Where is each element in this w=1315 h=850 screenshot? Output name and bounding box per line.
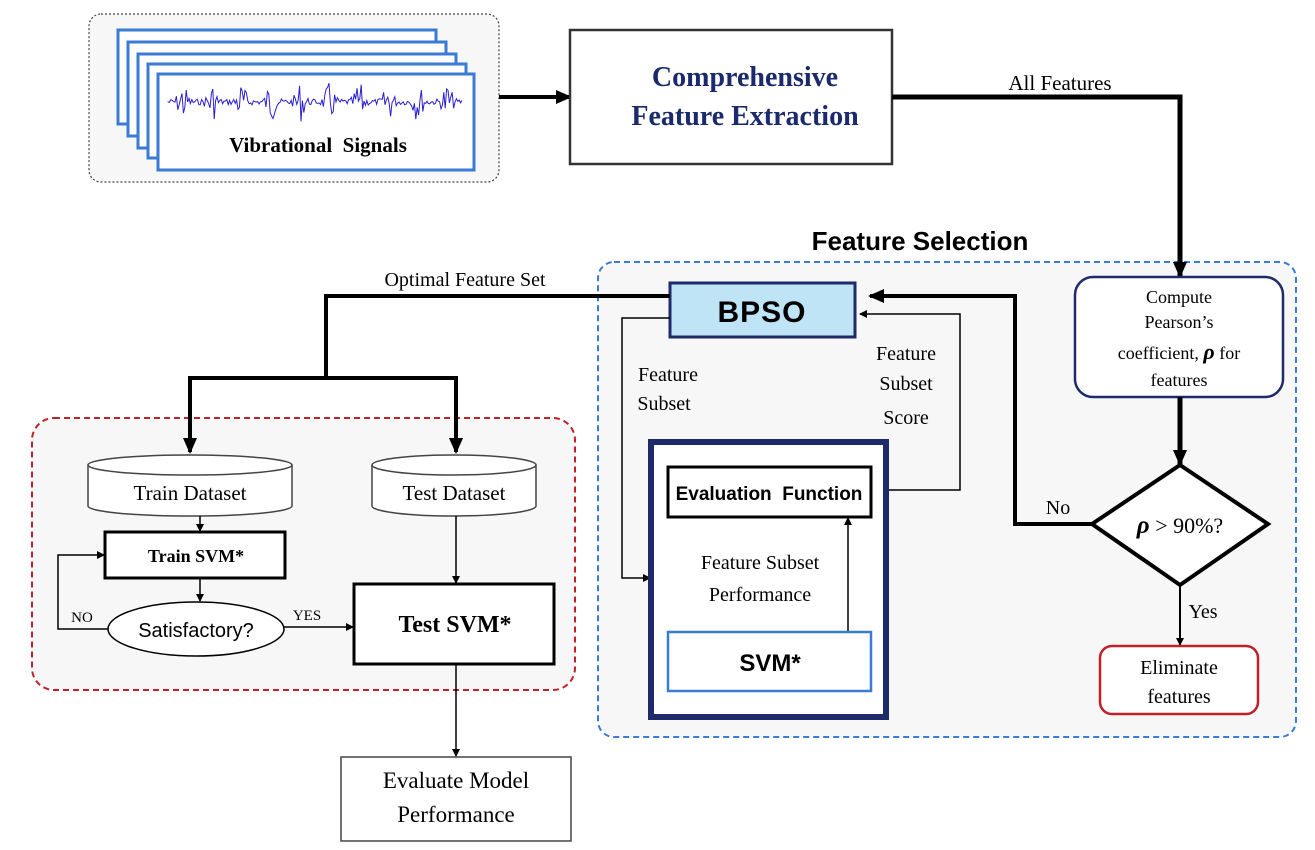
pearson-line3-post: for: [1215, 343, 1241, 363]
connector-subset-score: [859, 310, 961, 491]
evaluate-line2: Performance: [397, 802, 515, 827]
bpso-label: BPSO: [717, 296, 806, 329]
label-no-small: NO: [71, 610, 93, 626]
feature-selection-title: Feature Selection: [812, 226, 1029, 256]
test-svm-label: Test SVM*: [398, 612, 511, 638]
decision-text: ρ > 90%?: [1136, 512, 1223, 539]
decision-rho: ρ: [1136, 512, 1150, 539]
test-svm-box: [352, 582, 556, 666]
label-all-features: All Features: [1008, 71, 1111, 95]
extraction-line1: Comprehensive: [652, 62, 838, 93]
train-svm-box: [103, 530, 287, 580]
connector-feature-subset: [621, 317, 670, 582]
label-subset-score-2: Subset: [879, 373, 933, 395]
evaluate-line1: Evaluate Model: [383, 768, 529, 793]
label-no: No: [1046, 497, 1070, 519]
extraction-box: [568, 28, 894, 166]
label-yes: Yes: [1188, 601, 1217, 623]
bpso-box: [668, 281, 857, 339]
svm-label: SVM*: [739, 650, 801, 677]
input-label: Vibrational Signals: [229, 133, 407, 157]
label-feature-subset-1: Feature: [638, 364, 698, 386]
train-dataset-cylinder: [87, 454, 293, 517]
pearson-line1: Compute: [1146, 287, 1212, 307]
extraction-line2: Feature Extraction: [631, 101, 859, 132]
evaluation-function-box: [666, 465, 873, 519]
evaluation-function-label: Evaluation Function: [676, 484, 863, 505]
evaluate-box: [340, 756, 572, 842]
eliminate-box: [1098, 644, 1260, 716]
label-optimal-set: Optimal Feature Set: [384, 269, 546, 291]
label-feature-subset-2: Subset: [637, 393, 691, 415]
pearson-rho: ρ: [1202, 339, 1214, 364]
connector-all-features: [892, 94, 1183, 266]
decision-condition: > 90%?: [1150, 513, 1224, 538]
train-dataset-label: Train Dataset: [134, 481, 247, 505]
satisfactory-label: Satisfactory?: [138, 620, 254, 642]
vibration-waveform: [167, 82, 463, 122]
svm-box: [666, 630, 873, 693]
eliminate-line2: features: [1147, 686, 1211, 708]
label-subset-score-1: Feature: [876, 343, 936, 365]
label-yes-small: YES: [293, 608, 321, 624]
label-performance-2: Performance: [709, 584, 811, 606]
pearson-line2: Pearson’s: [1145, 312, 1214, 332]
signal-card-front: [156, 72, 476, 172]
pearson-line3-pre: coefficient,: [1118, 343, 1204, 363]
label-performance-1: Feature Subset: [701, 552, 820, 574]
eliminate-line1: Eliminate: [1140, 657, 1218, 679]
label-subset-score-3: Score: [883, 407, 929, 429]
pearson-line4: features: [1151, 370, 1208, 390]
connector-optimal-set: [324, 294, 670, 378]
connector-retrain-loop: [57, 551, 108, 630]
test-dataset-cylinder: [371, 454, 537, 517]
connector-no-to-bpso: [868, 289, 1092, 526]
train-svm-label: Train SVM*: [148, 546, 244, 566]
test-dataset-label: Test Dataset: [403, 481, 506, 505]
pearson-line3: coefficient, ρ for: [1118, 339, 1240, 364]
